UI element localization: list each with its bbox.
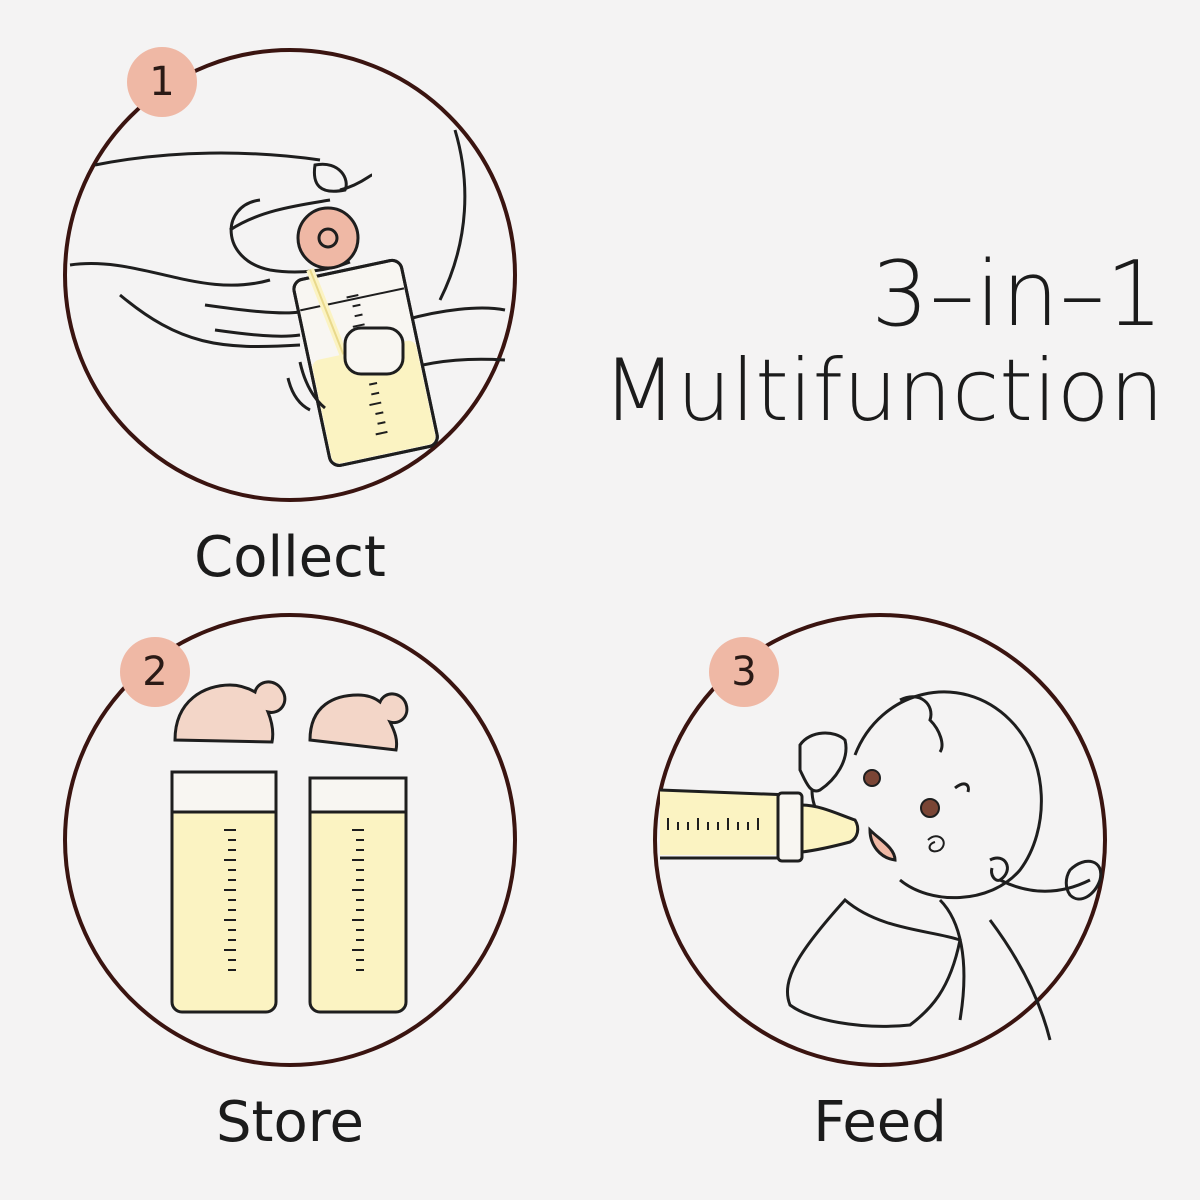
step-2-badge: 2 <box>142 649 168 695</box>
store-illustration <box>63 613 517 1067</box>
step-3-label: Feed <box>813 1090 947 1155</box>
collect-illustration <box>63 47 517 502</box>
step-1-badge: 1 <box>149 59 175 105</box>
feed-illustration <box>653 613 1107 1067</box>
headline-line-2: Multifunction <box>602 341 1164 441</box>
step-3-badge: 3 <box>731 649 757 695</box>
step-1-label: Collect <box>194 525 386 590</box>
headline-line-1: 3–in–1 <box>871 242 1164 347</box>
step-2-label: Store <box>215 1090 364 1155</box>
headline: 3–in–1 Multifunction <box>602 242 1164 441</box>
